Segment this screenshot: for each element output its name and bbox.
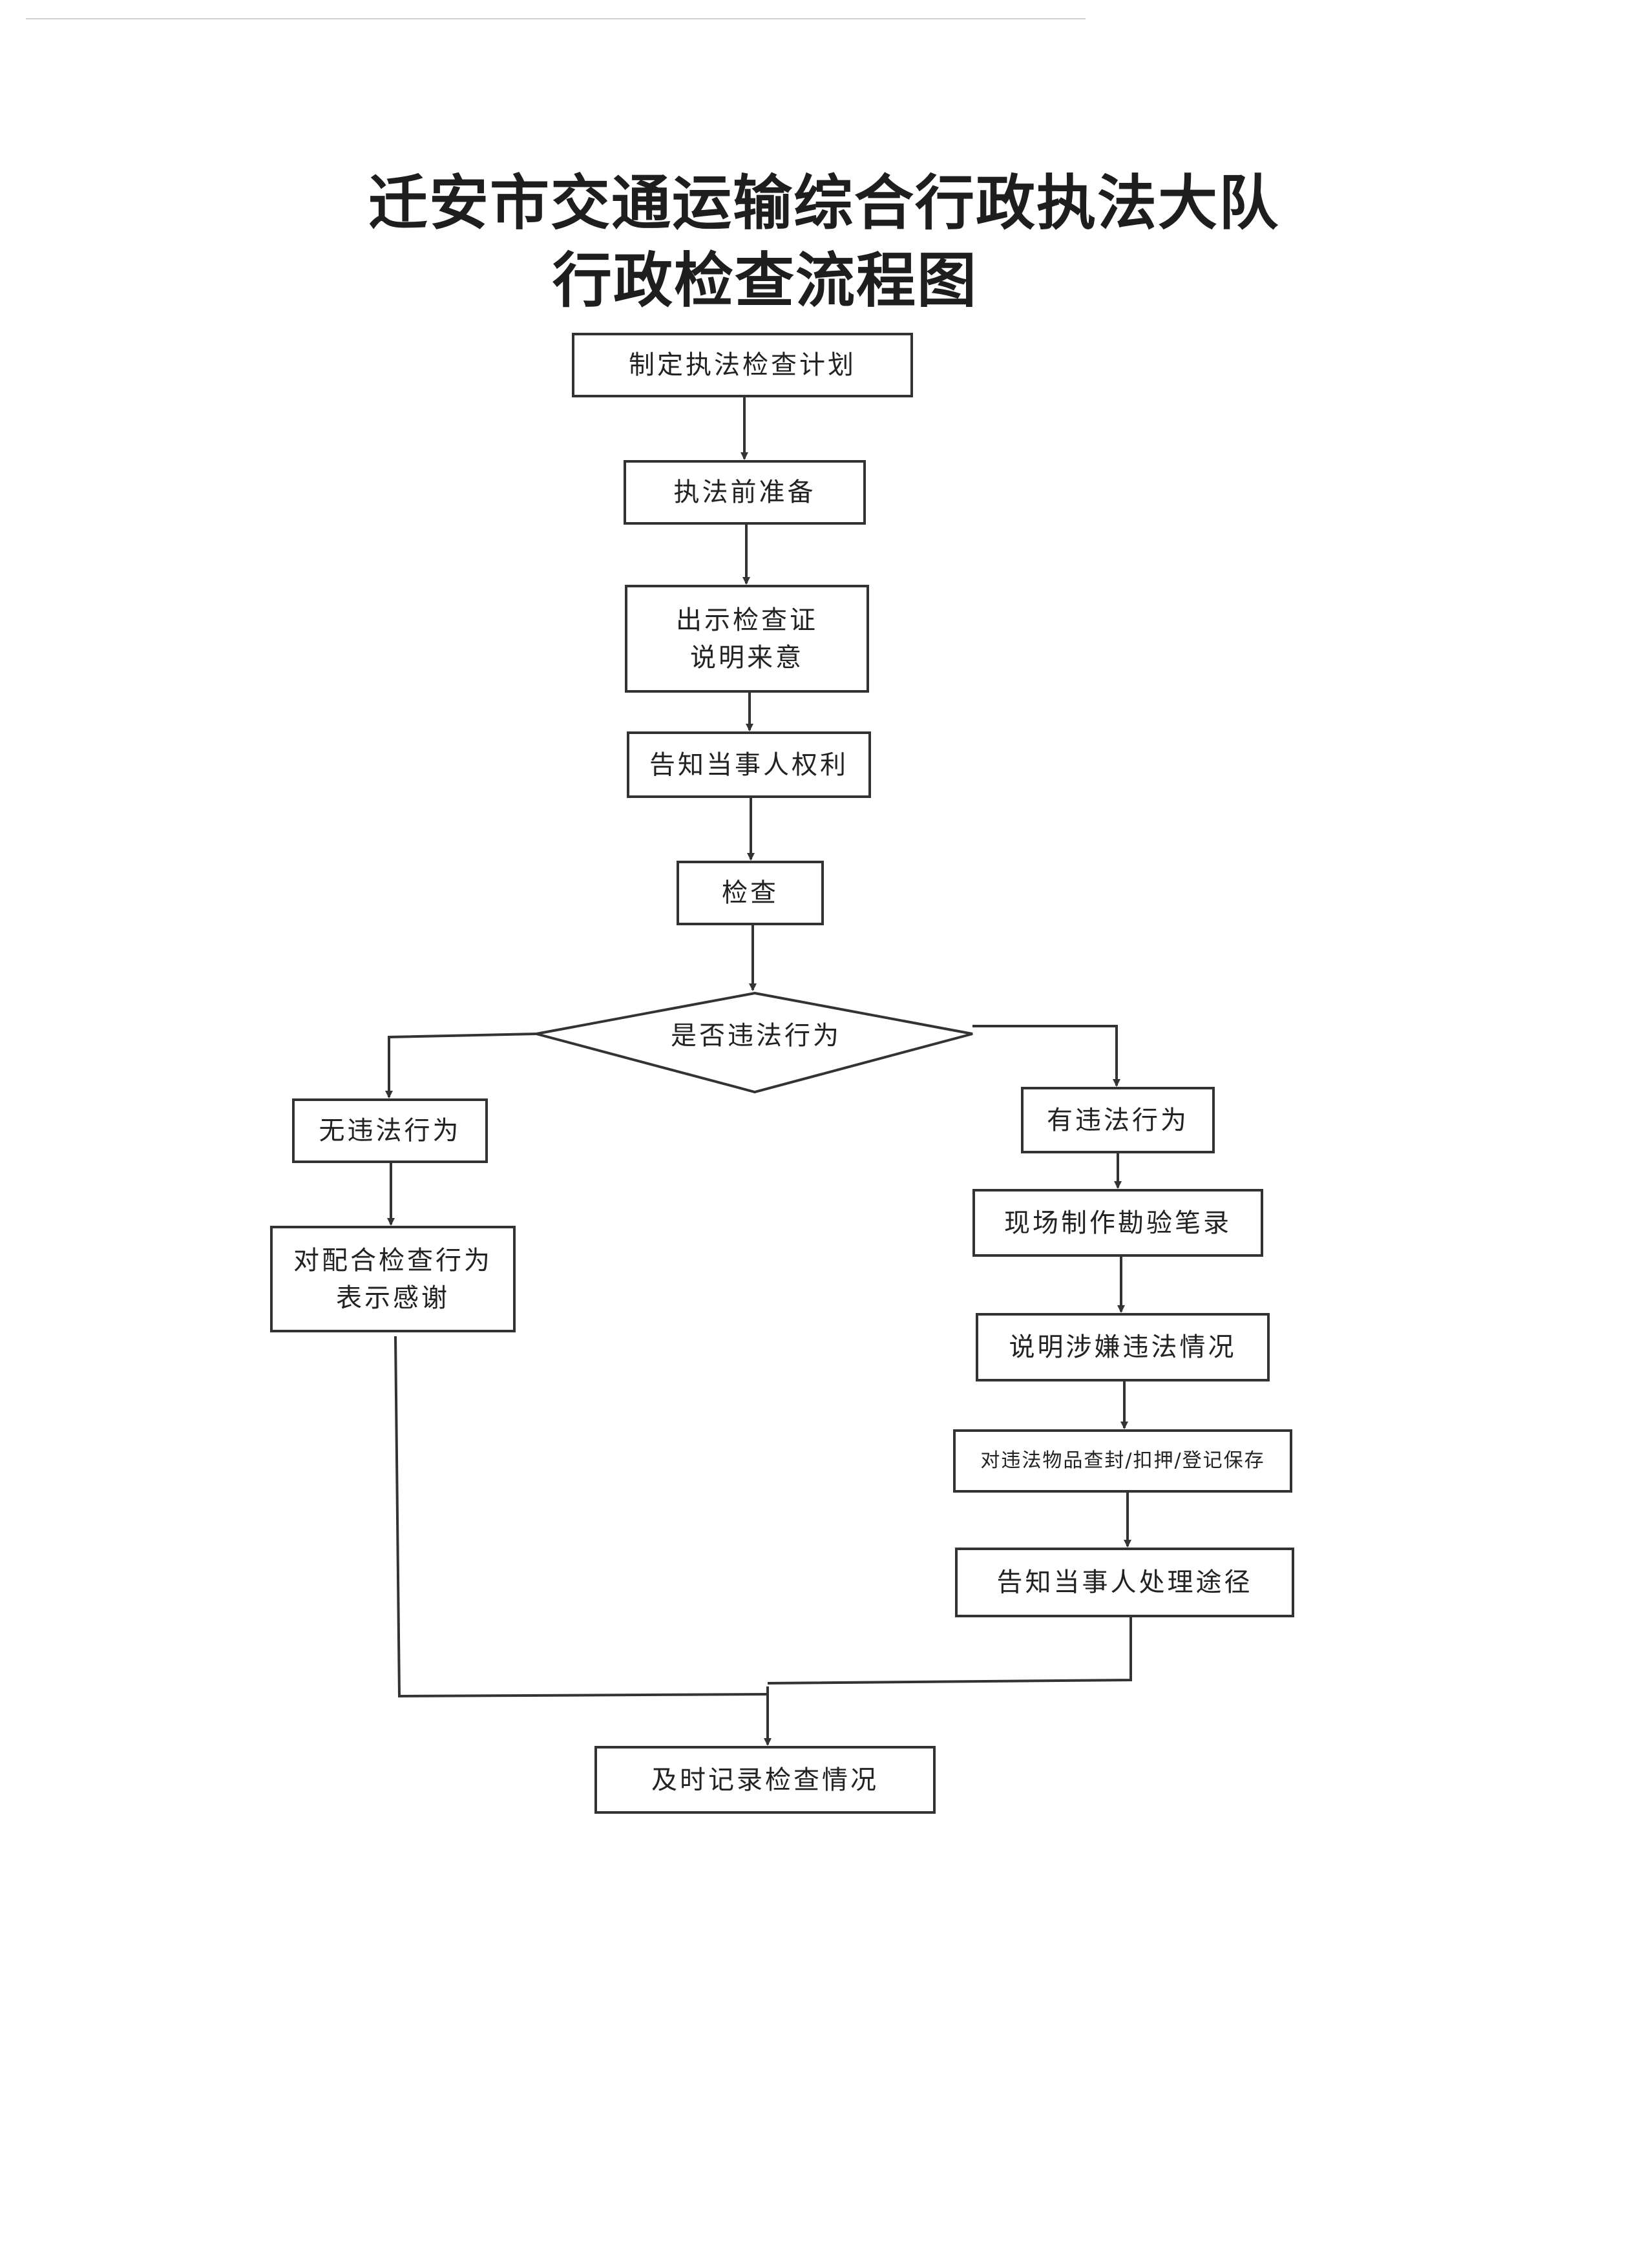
node-inspect: 检查 bbox=[677, 861, 824, 925]
node-inform-handling-label: 告知当事人处理途径 bbox=[996, 1568, 1253, 1597]
merge-left-line bbox=[394, 1336, 768, 1698]
node-record-scene-label: 现场制作勘验笔录 bbox=[1004, 1208, 1232, 1238]
node-no-violation: 无违法行为 bbox=[292, 1098, 488, 1163]
node-record-timely: 及时记录检查情况 bbox=[594, 1746, 936, 1814]
node-no-violation-label: 无违法行为 bbox=[319, 1116, 461, 1146]
node-thank-line1: 对配合检查行为 bbox=[293, 1245, 492, 1276]
arrow-decision-noviolation bbox=[385, 1033, 537, 1098]
node-inform-rights: 告知当事人权利 bbox=[627, 731, 871, 798]
node-violation: 有违法行为 bbox=[1021, 1087, 1215, 1153]
node-prepare: 执法前准备 bbox=[624, 460, 866, 525]
merge-right-line bbox=[767, 1617, 1132, 1685]
title-line-1: 迁安市交通运输综合行政执法大队 bbox=[368, 169, 1280, 238]
node-record-scene: 现场制作勘验笔录 bbox=[972, 1189, 1263, 1257]
node-inspect-label: 检查 bbox=[722, 878, 779, 908]
node-prepare-label: 执法前准备 bbox=[673, 478, 816, 507]
node-show-cert-line2: 说明来意 bbox=[690, 642, 804, 673]
title-line-2: 行政检查流程图 bbox=[552, 246, 978, 315]
node-inform-rights-label: 告知当事人权利 bbox=[649, 750, 848, 780]
node-explain-violation-label: 说明涉嫌违法情况 bbox=[1009, 1332, 1237, 1362]
decision-diamond bbox=[536, 991, 973, 1094]
arrow-decision-violation bbox=[972, 1025, 1120, 1087]
node-explain-violation: 说明涉嫌违法情况 bbox=[976, 1313, 1270, 1381]
top-rule bbox=[26, 18, 1086, 19]
node-thank-line2: 表示感谢 bbox=[336, 1283, 450, 1313]
node-violation-label: 有违法行为 bbox=[1047, 1105, 1189, 1135]
node-show-cert: 出示检查证 说明来意 bbox=[625, 585, 869, 693]
node-seize-items: 对违法物品查封/扣押/登记保存 bbox=[953, 1429, 1292, 1493]
node-show-cert-line1: 出示检查证 bbox=[676, 605, 818, 635]
node-seize-items-label: 对违法物品查封/扣押/登记保存 bbox=[980, 1449, 1265, 1472]
node-record-timely-label: 及时记录检查情况 bbox=[651, 1765, 879, 1795]
node-plan-label: 制定执法检查计划 bbox=[629, 350, 856, 380]
node-plan: 制定执法检查计划 bbox=[572, 333, 913, 397]
node-thank: 对配合检查行为 表示感谢 bbox=[270, 1226, 516, 1332]
decision-label: 是否违法行为 bbox=[671, 1021, 841, 1051]
node-inform-handling: 告知当事人处理途径 bbox=[955, 1548, 1294, 1617]
